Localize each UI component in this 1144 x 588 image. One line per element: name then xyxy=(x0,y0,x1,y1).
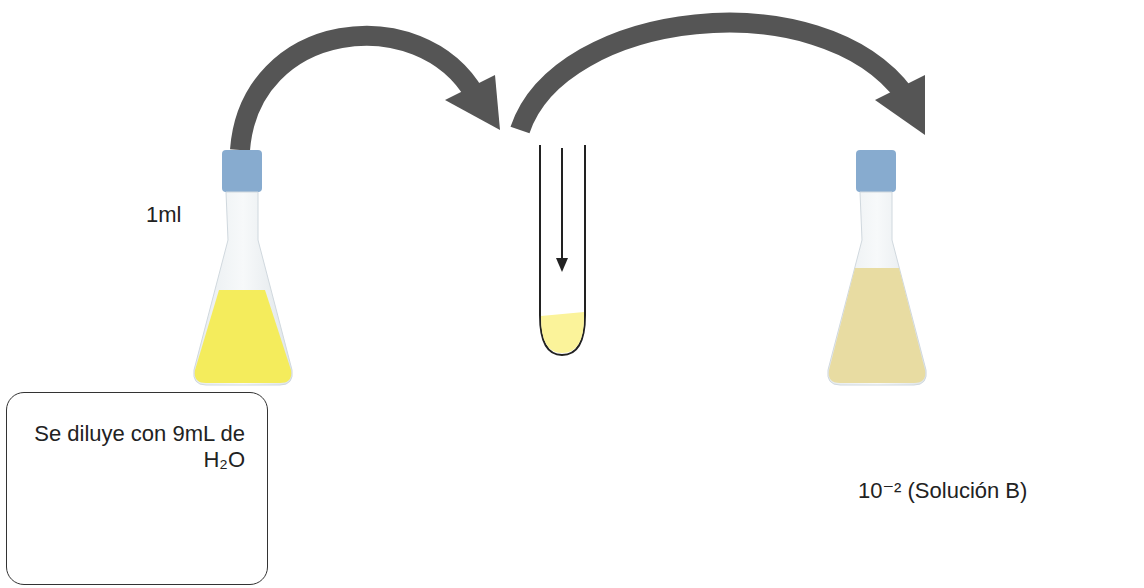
flask xyxy=(828,150,927,385)
transfer-arrow xyxy=(240,36,475,150)
arrow-head xyxy=(445,75,500,130)
label-text: 1ml xyxy=(146,202,181,228)
test-tube xyxy=(540,145,585,355)
note-text: Se diluye con 9mL de H₂O xyxy=(29,421,245,474)
transfer-arrow xyxy=(520,23,905,130)
flask xyxy=(194,150,293,385)
arrow-head xyxy=(875,75,925,135)
note-box: Se diluye con 9mL de H₂O xyxy=(6,392,268,585)
label-text: 10⁻² (Solución B) xyxy=(858,478,1027,504)
